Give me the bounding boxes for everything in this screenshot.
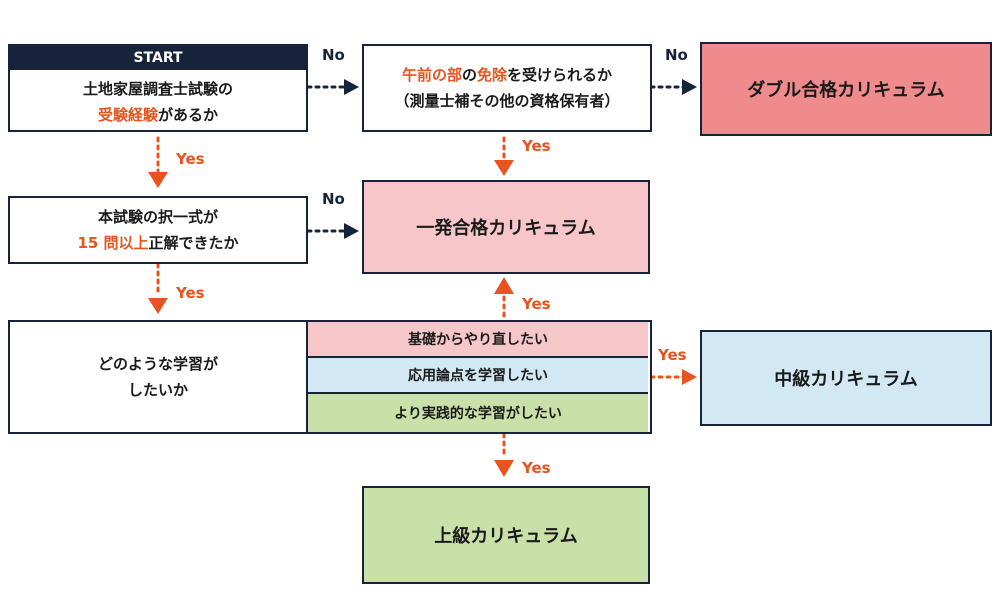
triangle-arrow-icon	[682, 369, 697, 385]
highlight-text: 午前の部	[401, 66, 462, 84]
label-yes-q2: Yes	[522, 137, 551, 155]
choice-score-line1: 本試験の択一式が	[97, 208, 218, 226]
label-yes-opt1: Yes	[522, 295, 551, 313]
start-question-line1: 土地家屋調査士試験の	[82, 80, 233, 98]
triangle-arrow-icon	[494, 160, 514, 176]
label-yes-q1: Yes	[176, 150, 205, 168]
result-ippatsu-curriculum: 一発合格カリキュラム	[362, 180, 650, 274]
result-chukyu-curriculum: 中級カリキュラム	[700, 330, 992, 426]
start-question-text: 土地家屋調査士試験の 受験経験があるか	[10, 76, 306, 128]
plain-text: を受けられるか	[507, 66, 613, 84]
exemption-question-text: 午前の部の免除を受けられるか （測量士補その他の資格保有者）	[364, 62, 650, 114]
label-no-q3: No	[322, 190, 345, 208]
triangle-arrow-icon	[148, 172, 168, 188]
choice-score-line2: 15 問以上正解できたか	[10, 230, 306, 256]
start-question-line2: 受験経験があるか	[10, 102, 306, 128]
result-ippatsu-label: 一発合格カリキュラム	[416, 218, 596, 239]
choice-score-question-text: 本試験の択一式が 15 問以上正解できたか	[10, 204, 306, 256]
result-jokyu-label: 上級カリキュラム	[434, 526, 578, 547]
study-style-line2: したいか	[127, 381, 188, 399]
highlight-text: 免除	[477, 66, 508, 84]
result-jokyu-curriculum: 上級カリキュラム	[362, 486, 650, 584]
label-no-q1: No	[322, 46, 345, 64]
triangle-arrow-icon	[494, 277, 514, 294]
label-no-q2: No	[665, 46, 688, 64]
triangle-arrow-icon	[344, 223, 359, 239]
study-style-line1: どのような学習が	[97, 355, 218, 373]
label-yes-opt3: Yes	[522, 459, 551, 477]
plain-text: 正解できたか	[148, 234, 239, 252]
result-chukyu-label: 中級カリキュラム	[774, 369, 918, 390]
plain-text: があるか	[158, 106, 219, 124]
start-question-box: START 土地家屋調査士試験の 受験経験があるか	[8, 44, 308, 132]
study-style-question-box: どのような学習が したいか 基礎からやり直したい 応用論点を学習したい より実践…	[8, 320, 652, 434]
label-yes-q3: Yes	[176, 284, 205, 302]
triangle-arrow-icon	[148, 298, 168, 314]
highlight-text: 受験経験	[97, 106, 158, 124]
option-advanced-topics: 応用論点を学習したい	[306, 358, 648, 394]
label-yes-opt2: Yes	[658, 346, 687, 364]
choice-score-question-box: 本試験の択一式が 15 問以上正解できたか	[8, 196, 308, 264]
plain-text: の	[461, 66, 477, 84]
start-header: START	[10, 46, 306, 70]
result-double-curriculum: ダブル合格カリキュラム	[700, 42, 992, 136]
option-practical: より実践的な学習がしたい	[306, 394, 648, 432]
triangle-arrow-icon	[682, 79, 697, 95]
triangle-arrow-icon	[344, 79, 359, 95]
highlight-text: 15 問以上	[77, 234, 149, 252]
exemption-question-line1: 午前の部の免除を受けられるか	[364, 62, 650, 88]
exemption-question-box: 午前の部の免除を受けられるか （測量士補その他の資格保有者）	[362, 44, 652, 132]
option-basics: 基礎からやり直したい	[306, 322, 648, 358]
study-style-question-text: どのような学習が したいか	[10, 322, 306, 432]
result-double-label: ダブル合格カリキュラム	[747, 80, 945, 101]
triangle-arrow-icon	[494, 460, 514, 477]
exemption-question-line2: （測量士補その他の資格保有者）	[394, 92, 620, 110]
